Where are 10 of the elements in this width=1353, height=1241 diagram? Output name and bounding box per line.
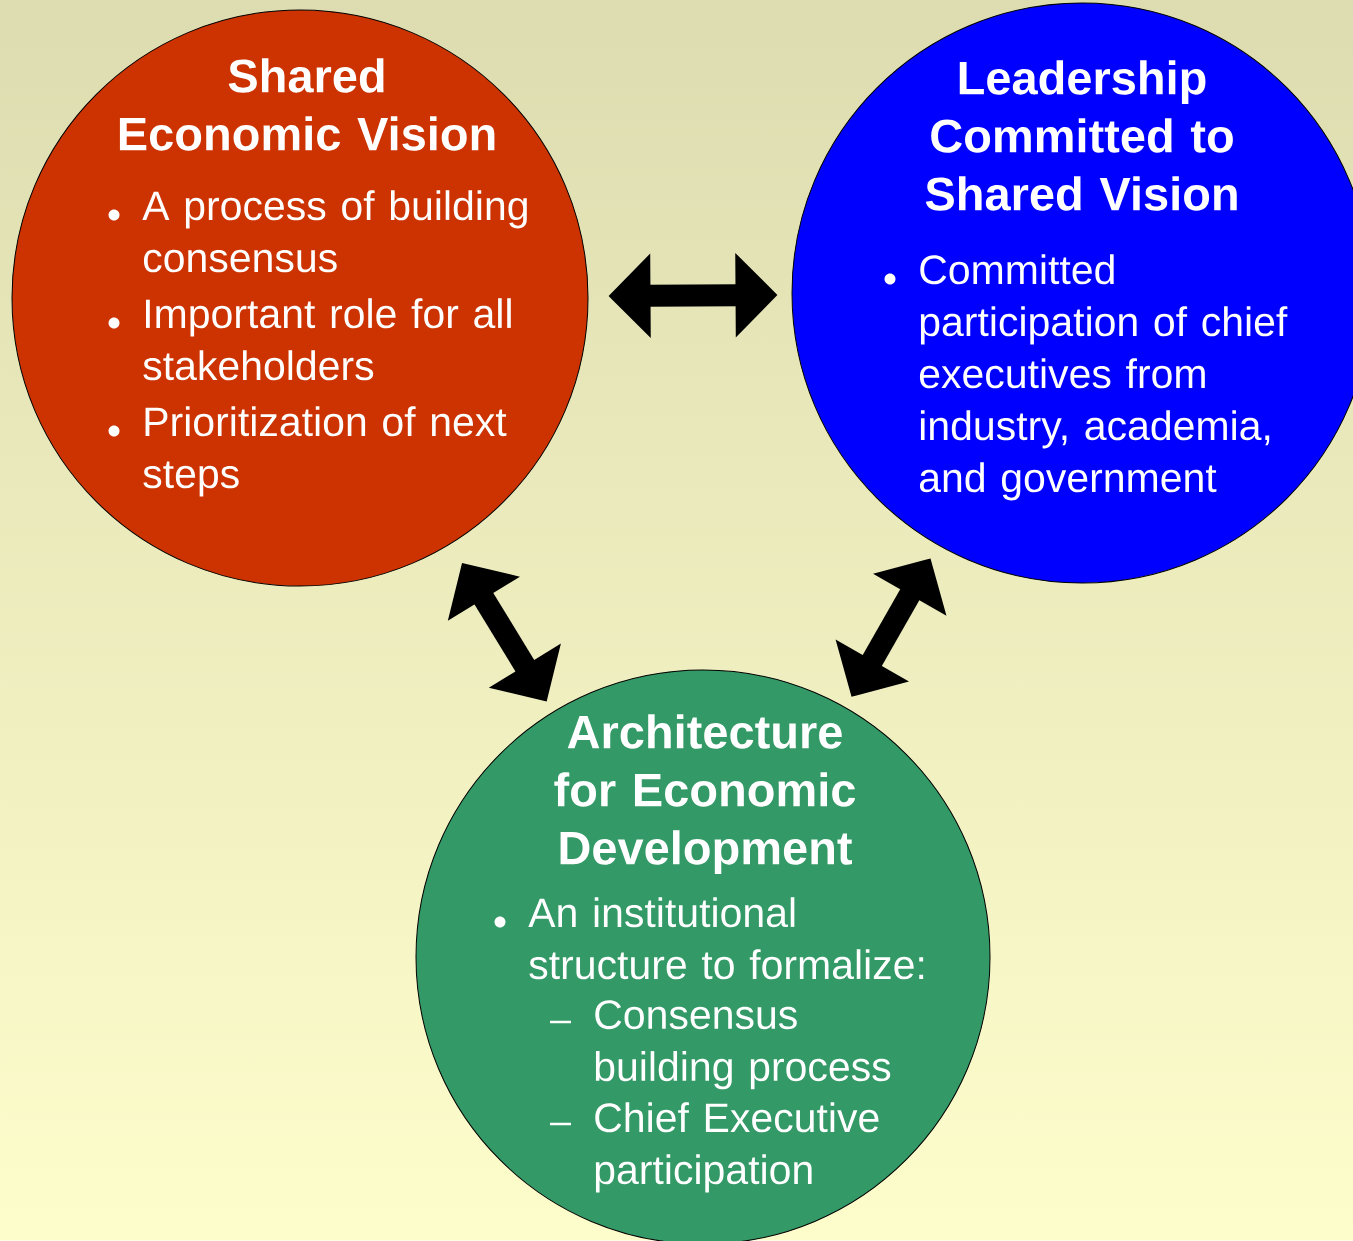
heading: Architecture for Economic Development [554,714,856,874]
heading: Leadership Committed to Shared Vision [925,60,1237,211]
bullet-item: A process of building consensus [142,190,527,273]
sub-item: Consensus building process [595,1000,891,1090]
bullet-item: Prioritization of next steps [143,406,507,497]
bullet-item: Important role for all stakeholders [143,298,511,381]
heading: Shared Economic Vision [119,58,495,151]
bullet-item: An institutional structure to formalize: [528,897,924,980]
bullet-item: Committed participation of chief executives from industry, academia, and government [919,254,1288,501]
sub-item: Chief Executive participation [595,1102,879,1193]
